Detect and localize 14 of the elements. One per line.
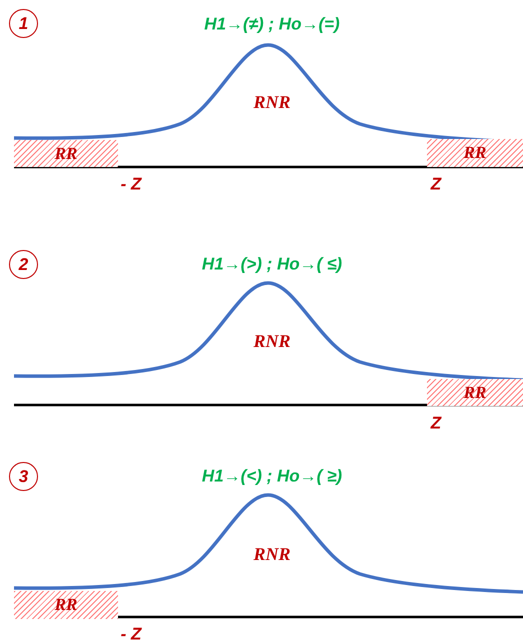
critical-value-label: - Z <box>120 626 142 642</box>
rejection-region: RR <box>427 139 523 167</box>
critical-value-label: Z <box>430 176 442 192</box>
hypothesis-label: H1→(>) ; Ho→( ≤) <box>202 256 342 272</box>
region-label: RNR <box>254 545 290 563</box>
rejection-region: RR <box>427 379 523 406</box>
critical-value-label: Z <box>430 414 442 432</box>
region-label: RNR <box>254 93 290 111</box>
rejection-region: RR <box>14 140 118 167</box>
region-label: RNR <box>254 332 290 350</box>
rejection-region: RR <box>14 591 118 619</box>
hypothesis-label: H1→(≠) ; Ho→(=) <box>204 16 340 32</box>
critical-value-label: - Z <box>120 176 142 192</box>
hypothesis-label: H1→(<) ; Ho→( ≥) <box>202 468 342 484</box>
